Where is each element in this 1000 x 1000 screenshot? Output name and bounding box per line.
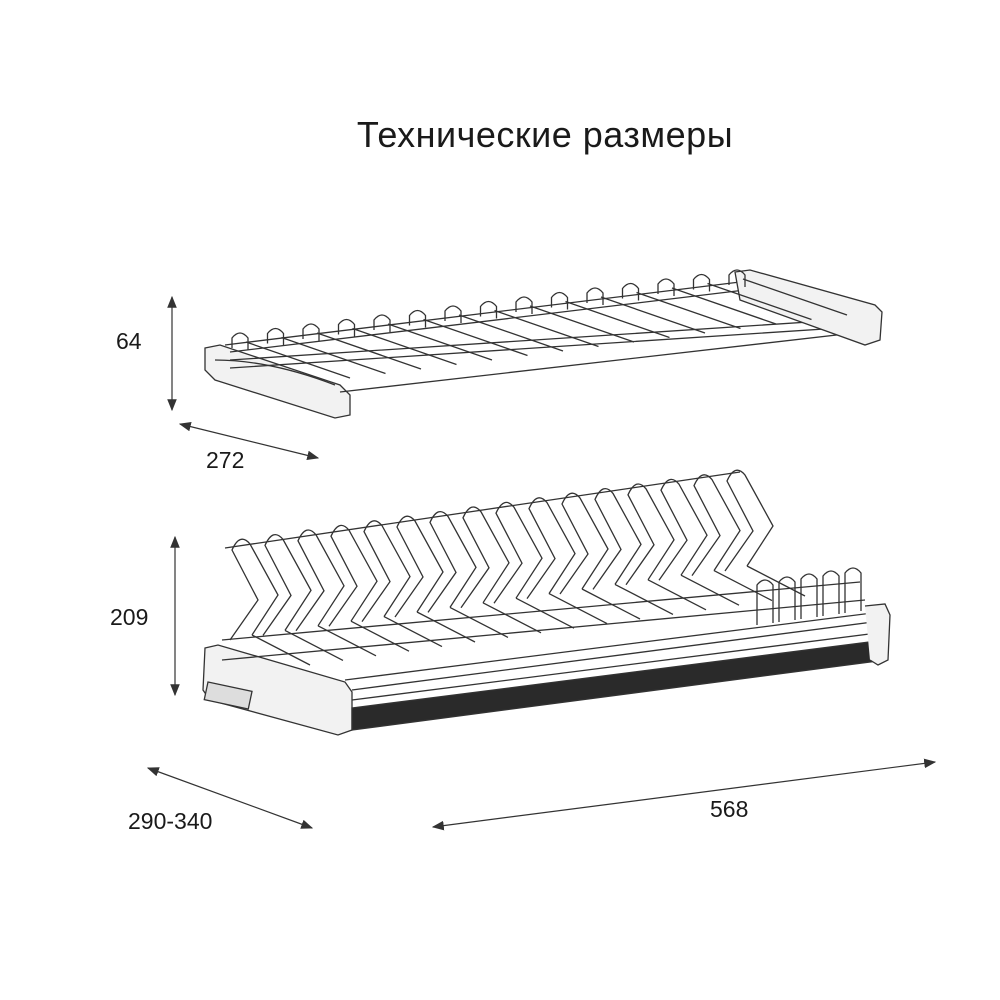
lower-rack-wire	[317, 625, 377, 657]
upper-rack-loop	[231, 332, 249, 350]
lower-rack-plate-loop	[328, 524, 378, 627]
upper-rack-wire	[671, 287, 777, 325]
lower-rack-wire	[284, 629, 344, 661]
lower-rack-plate-loop	[526, 497, 576, 599]
lower-rack-tray-lip	[351, 631, 886, 701]
upper-rack-loop	[479, 300, 498, 319]
upper-rack	[204, 269, 883, 419]
lower-rack-wire	[251, 634, 311, 666]
upper-rack-left-end	[204, 344, 351, 419]
lower-rack-cup-loop	[778, 576, 796, 622]
lower-rack-plate-loop	[427, 510, 477, 613]
lower-rack-wire	[647, 579, 707, 611]
upper-rack-loop	[621, 282, 640, 301]
upper-rack-loop	[444, 305, 462, 323]
upper-rack-loop	[408, 309, 427, 328]
upper-rack-left-cover	[214, 359, 336, 386]
lower-rack-plate-loop	[691, 474, 741, 576]
page-title: Технические размеры	[356, 114, 734, 155]
upper-rack-wire	[245, 341, 351, 379]
dim-line-width	[431, 758, 937, 831]
upper-rack-loop	[550, 291, 569, 310]
lower-rack-plate-loop	[262, 533, 312, 636]
upper-rack-wire	[707, 282, 812, 321]
lower-rack-wire	[449, 606, 509, 638]
upper-rack-wire	[423, 318, 528, 357]
lower-rack-plate-loop	[592, 487, 642, 590]
upper-rack-wire	[529, 305, 635, 343]
lower-rack-plate-loop	[361, 520, 411, 622]
lower-rack-cup-loop	[844, 567, 862, 613]
lower-rack-plate-loop	[493, 501, 543, 604]
lower-rack-cup-loop	[756, 579, 774, 625]
lower-rack-wire	[383, 616, 443, 648]
lower-rack-drip-tray	[351, 639, 886, 731]
lower-rack-plate-loop	[229, 538, 279, 641]
upper-rack-loop	[692, 273, 711, 292]
lower-rack-plate-loop	[460, 506, 510, 609]
lower-rack-right-end	[864, 603, 891, 666]
lower-rack-plate-loop	[724, 469, 774, 572]
upper-rack-wire	[565, 300, 670, 339]
lower-rack-cup-loop	[822, 570, 840, 616]
upper-rack-wire	[742, 278, 848, 316]
lower-rack-wire	[614, 583, 674, 615]
lower-rack-wire	[416, 611, 476, 643]
lower-rack-wire	[350, 620, 410, 652]
dim-label-upper-height: 64	[116, 328, 142, 354]
lower-rack-wire	[581, 588, 641, 620]
lower-rack-plate-loop	[295, 529, 345, 632]
upper-rack-frame-back	[224, 281, 746, 353]
lower-rack	[202, 469, 891, 736]
upper-rack-wire	[494, 309, 599, 348]
upper-rack-loop	[728, 269, 746, 287]
upper-rack-loop	[515, 296, 533, 314]
upper-rack-wire	[316, 332, 422, 370]
upper-rack-loop	[586, 287, 604, 305]
lower-rack-wire	[548, 593, 608, 625]
dim-label-lower-height: 209	[110, 604, 149, 630]
dim-line-lower-depth	[146, 767, 314, 829]
upper-rack-wire	[458, 314, 564, 352]
lower-rack-plate-loop	[394, 515, 444, 618]
upper-rack-wire	[281, 336, 386, 375]
upper-rack-loop	[373, 314, 391, 332]
lower-rack-plate-loop	[658, 478, 708, 581]
lower-rack-latch	[203, 681, 253, 710]
upper-rack-wire	[387, 323, 493, 361]
upper-rack-wire	[600, 296, 706, 334]
upper-rack-loop	[302, 323, 320, 341]
upper-rack-wire	[352, 327, 457, 366]
lower-rack-plate-loop	[625, 483, 675, 586]
lower-rack-plate-loop	[559, 492, 609, 595]
lower-rack-frame	[221, 471, 866, 661]
lower-rack-wire	[482, 602, 542, 634]
lower-rack-wire	[713, 570, 773, 602]
lower-rack-wire	[515, 597, 575, 629]
dim-line-upper-depth	[178, 421, 320, 461]
upper-rack-wire	[636, 291, 741, 330]
upper-rack-loop	[266, 327, 285, 346]
upper-rack-loop	[337, 318, 356, 337]
upper-rack-loop	[657, 278, 675, 296]
lower-rack-wire	[680, 574, 740, 606]
lower-rack-cup-loop	[800, 573, 818, 619]
